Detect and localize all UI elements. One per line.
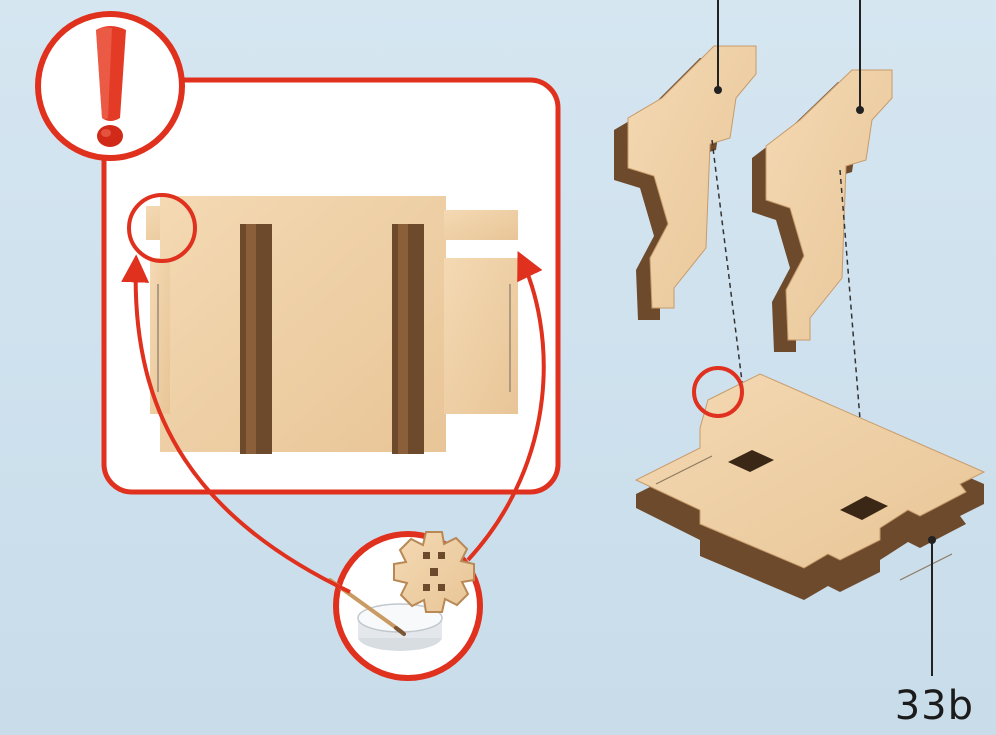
- part-number-label: 33b: [895, 683, 974, 729]
- leader-dot-right: [856, 106, 864, 114]
- side-part-right: [752, 70, 892, 352]
- exclamation-icon: [38, 14, 182, 158]
- gear-icon: [394, 532, 474, 612]
- side-part-left: [614, 46, 756, 320]
- leader-dot-left: [714, 86, 722, 94]
